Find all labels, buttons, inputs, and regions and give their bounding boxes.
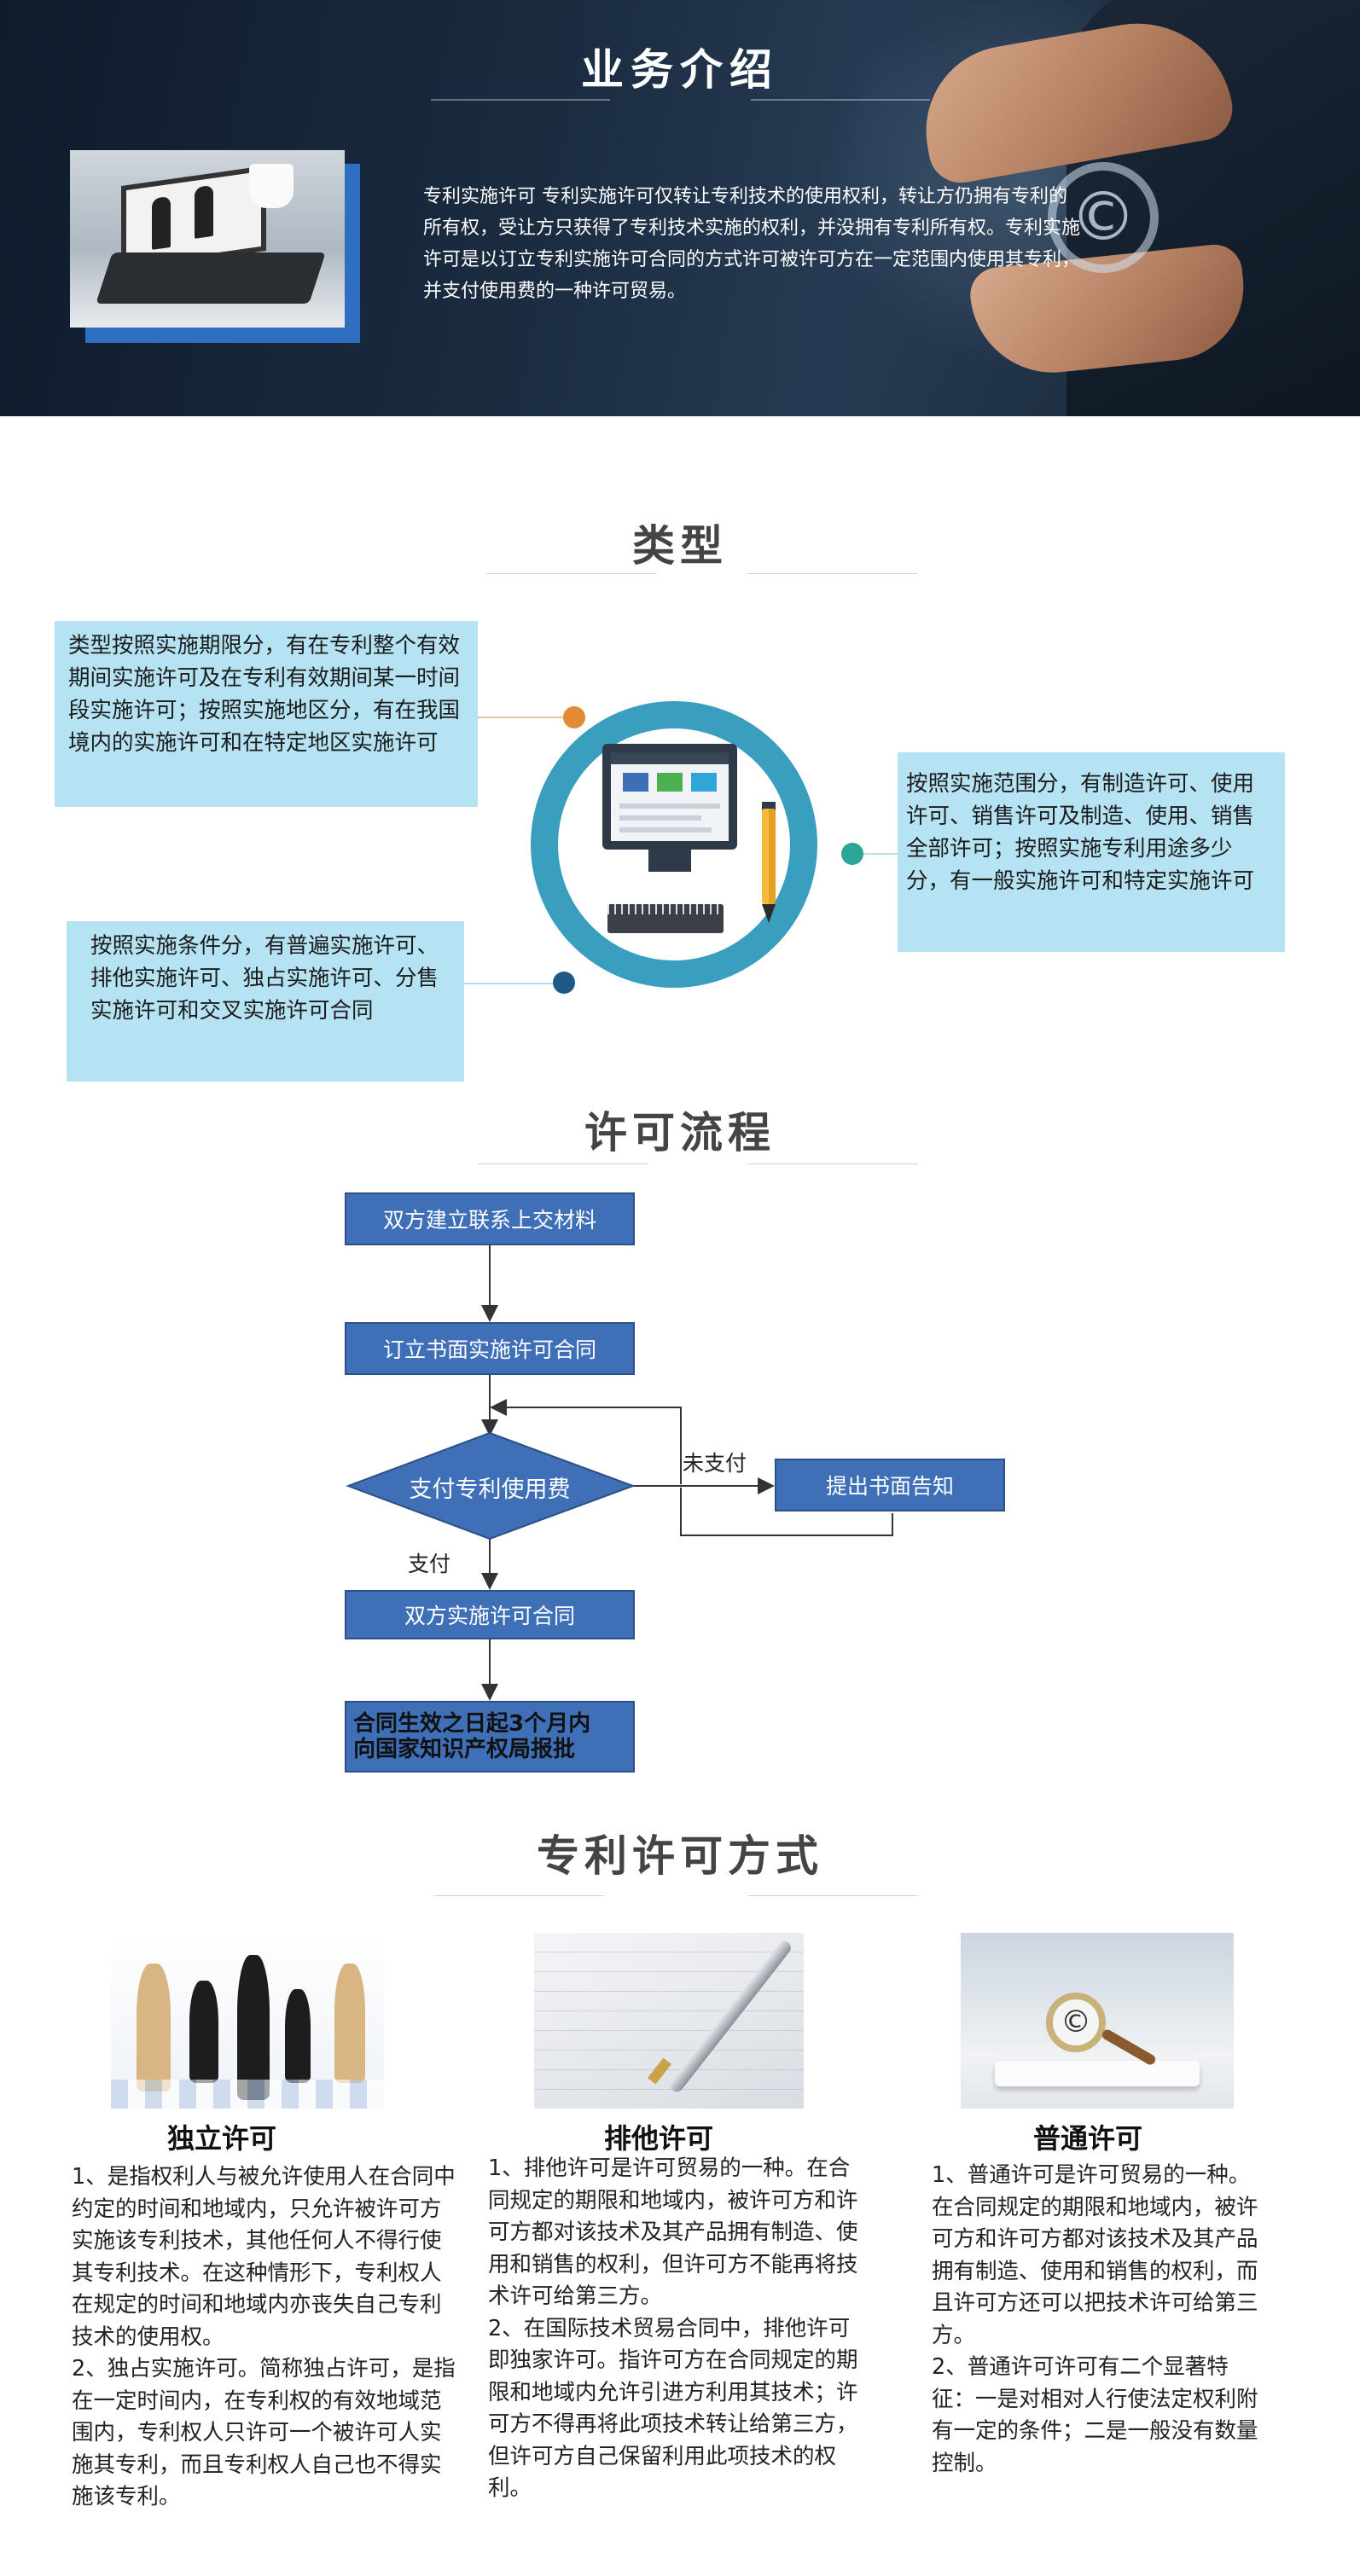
hero-banner: © 业务介绍 专利实施许可 专利实施许可仅转让专利技术的使用权利，转让方仍拥有专… — [0, 0, 1360, 416]
flow-final-line: 合同生效之日起3个月内 — [353, 1711, 591, 1737]
chess-pieces-photo — [111, 1929, 384, 2109]
open-book — [995, 2061, 1200, 2086]
copyright-icon: © — [1048, 162, 1159, 273]
ruler-icon — [607, 904, 724, 933]
monitor-line — [619, 815, 701, 821]
method-title-general: 普通许可 — [1032, 2122, 1142, 2155]
flow-connectors — [346, 1245, 893, 1701]
chess-piece — [137, 1964, 171, 2092]
type-condition-box: 按照实施条件分，有普遍实施许可、排他实施许可、独占实施许可、分售实施许可和交叉实… — [67, 921, 464, 1082]
flow-step-execute: 双方实施许可合同 — [345, 1590, 635, 1639]
magnifier-copyright-photo: © — [961, 1933, 1234, 2109]
chess-piece — [285, 1989, 311, 2083]
monitor-tile — [691, 773, 717, 792]
methods-title-rule-left — [433, 1895, 604, 1896]
flow-label-unpaid: 未支付 — [683, 1451, 747, 1476]
connector-line — [478, 717, 573, 718]
type-period-box: 类型按照实施期限分，有在专利整个有效期间实施许可及在专利有效期间某一时间段实施许… — [55, 621, 478, 807]
method-paragraph: 1、是指权利人与被允许使用人在合同中约定的时间和地域内，只允许被许可方实施该专利… — [72, 2164, 456, 2350]
flow-section-title: 许可流程 — [584, 1108, 776, 1157]
pencil-icon — [762, 809, 776, 904]
types-title-rule-left — [486, 573, 657, 574]
meeting-person-figure — [152, 195, 171, 250]
type-scope-box: 按照实施范围分，有制造许可、使用许可、销售许可及制造、使用、销售全部许可；按照实… — [898, 752, 1285, 952]
meeting-person-figure — [195, 184, 213, 239]
magnifier-icon: © — [1046, 1993, 1106, 2052]
method-text-general: 1、普通许可是许可贸易的一种。在合同规定的期限和地域内，被许可方和许可方都对该技… — [932, 2160, 1259, 2480]
flow-final-line: 向国家知识产权局报批 — [353, 1737, 576, 1762]
method-title-sole: 排他许可 — [603, 2122, 713, 2155]
flow-step-submit: 双方建立联系上交材料 — [345, 1192, 635, 1245]
flow-label-paid: 支付 — [408, 1552, 451, 1576]
types-section-title: 类型 — [632, 521, 728, 571]
methods-section-title: 专利许可方式 — [537, 1831, 823, 1881]
method-text-exclusive: 1、是指权利人与被允许使用人在合同中约定的时间和地域内，只允许被许可方实施该专利… — [72, 2161, 456, 2514]
pencil-eraser — [762, 802, 776, 810]
method-paragraph: 1、排他许可是许可贸易的一种。在合同规定的期限和地域内，被许可方和许可方都对该技… — [488, 2155, 858, 2309]
monitor-icon — [602, 744, 737, 850]
chess-piece — [334, 1964, 365, 2083]
notebook-lines — [534, 1933, 804, 2109]
hero-title-rule-right — [751, 99, 930, 101]
chart-paper — [111, 2080, 384, 2109]
monitor-stand — [648, 850, 691, 872]
pen-on-notebook-photo — [534, 1933, 804, 2109]
flow-title-rule-right — [747, 1163, 918, 1164]
hero-intro-text: 专利实施许可 专利实施许可仅转让专利技术的使用权利，转让方仍拥有专利的所有权，受… — [423, 186, 1081, 302]
connector-dot-navy — [553, 972, 575, 994]
flow-decision-pay: 支付专利使用费 — [409, 1477, 571, 1503]
coffee-cup — [249, 164, 294, 208]
pencil-tip — [762, 904, 776, 923]
chess-piece — [189, 1981, 218, 2083]
flow-step-report: 合同生效之日起3个月内 向国家知识产权局报批 — [345, 1701, 635, 1772]
monitor-tile — [657, 773, 683, 792]
method-paragraph: 1、普通许可是许可贸易的一种。在合同规定的期限和地域内，被许可方和许可方都对该技… — [932, 2162, 1258, 2348]
connector-line — [464, 983, 560, 984]
flow-title-rule-left — [478, 1163, 648, 1164]
laptop-keyboard — [96, 252, 326, 304]
types-title-rule-right — [747, 573, 918, 574]
monitor-tile — [623, 773, 648, 792]
flow-step-contract: 订立书面实施许可合同 — [345, 1322, 635, 1375]
laptop-meeting-photo — [70, 150, 345, 328]
method-title-exclusive: 独立许可 — [166, 2122, 276, 2155]
flow-step-notice: 提出书面告知 — [775, 1459, 1005, 1511]
monitor-line — [619, 804, 720, 809]
hero-title: 业务介绍 — [581, 45, 779, 95]
connector-line — [853, 853, 898, 855]
chess-piece — [237, 1955, 270, 2100]
hero-title-rule-left — [431, 99, 610, 101]
method-paragraph: 2、在国际技术贸易合同中，排他许可即独家许可。指许可方在合同规定的期限和地域内允… — [488, 2315, 858, 2502]
monitor-toolbar — [611, 752, 729, 764]
methods-title-rule-right — [747, 1895, 918, 1896]
method-text-sole: 1、排他许可是许可贸易的一种。在合同规定的期限和地域内，被许可方和许可方都对该技… — [488, 2153, 870, 2505]
connector-dot-orange — [563, 706, 585, 728]
method-paragraph: 2、普通许可许可有二个显著特征：一是对相对人行使法定权利附有一定的条件；二是一般… — [932, 2354, 1258, 2476]
method-paragraph: 2、独占实施许可。简称独占许可，是指在一定时间内，在专利权的有效地域范围内，专利… — [72, 2356, 456, 2509]
monitor-line — [619, 827, 712, 833]
connector-dot-teal — [841, 843, 863, 865]
